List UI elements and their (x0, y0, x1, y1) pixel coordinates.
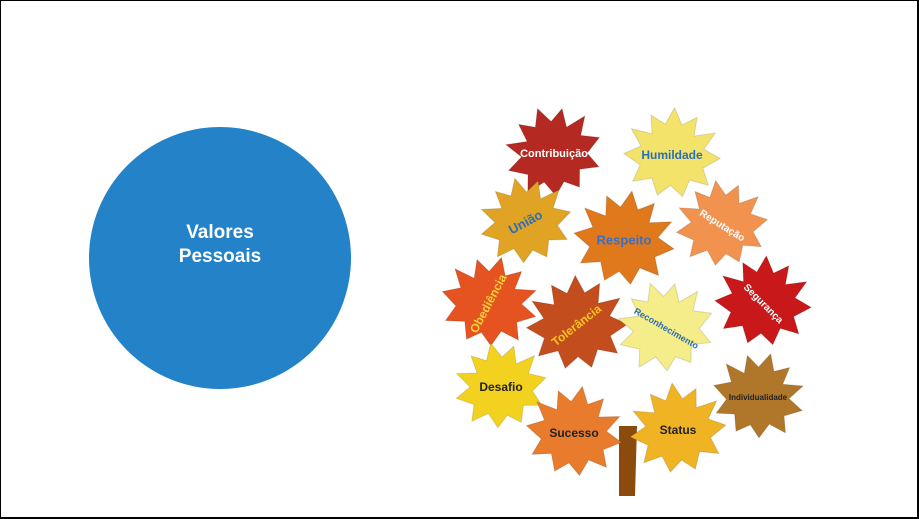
leaf-label-humildade: Humildade (641, 148, 703, 162)
title-circle: Valores Pessoais (89, 127, 351, 389)
leaf-reputacao: Reputação (669, 173, 774, 271)
leaf-label-status: Status (660, 423, 697, 437)
leaf-sucesso: Sucesso (518, 377, 631, 483)
leaf-seguranca: Segurança (711, 251, 816, 348)
leaf-reconhecimento: Reconhecimento (604, 267, 726, 383)
leaf-obediencia: Obediência (441, 244, 549, 356)
leaf-individualidade: Individualidade (702, 340, 816, 448)
title-line-2: Pessoais (178, 246, 262, 267)
leaf-contribuicao: Contribuição (491, 96, 614, 209)
leaf-humildade: Humildade (621, 104, 724, 199)
leaf-label-respeito: Respeito (597, 232, 652, 247)
leaf-tolerancia: Tolerância (524, 273, 630, 371)
leaf-uniao: União (469, 166, 581, 272)
leaf-label-desafio: Desafio (479, 380, 522, 394)
tree-trunk (619, 426, 637, 496)
leaf-desafio: Desafio (445, 332, 555, 436)
leaf-status: Status (623, 376, 732, 478)
leaf-label-sucesso: Sucesso (549, 426, 598, 440)
leaf-label-contribuicao: Contribuição (520, 148, 588, 160)
leaf-respeito: Respeito (566, 182, 683, 291)
title-text: Valores Pessoais (179, 221, 261, 295)
title-line-1: Valores (186, 222, 254, 243)
leaf-label-individualidade: Individualidade (729, 393, 788, 402)
